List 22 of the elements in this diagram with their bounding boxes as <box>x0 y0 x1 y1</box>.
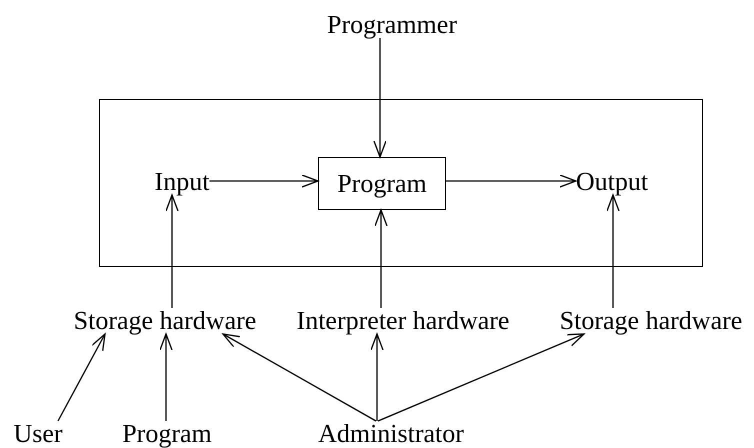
node-label: Input <box>154 169 210 195</box>
arrow <box>370 333 384 421</box>
node-label: Storage hardware <box>74 308 256 334</box>
arrow <box>57 333 106 422</box>
arrow <box>606 194 620 308</box>
node-label: Program <box>122 421 212 447</box>
arrow <box>373 38 387 158</box>
system-boundary-box <box>99 99 703 267</box>
process-box: Program <box>318 157 446 210</box>
arrow <box>374 209 388 308</box>
arrow <box>378 333 585 422</box>
node-label: Storage hardware <box>560 308 742 334</box>
node-label: Interpreter hardware <box>296 308 510 334</box>
arrow <box>159 333 173 421</box>
node-label: Administrator <box>318 421 464 447</box>
node-label: Programmer <box>327 12 457 38</box>
arrow <box>165 194 179 308</box>
arrow <box>209 174 319 188</box>
arrow <box>446 174 577 188</box>
node-label: User <box>13 421 63 447</box>
node-label: Output <box>576 169 648 195</box>
arrow <box>222 333 376 422</box>
